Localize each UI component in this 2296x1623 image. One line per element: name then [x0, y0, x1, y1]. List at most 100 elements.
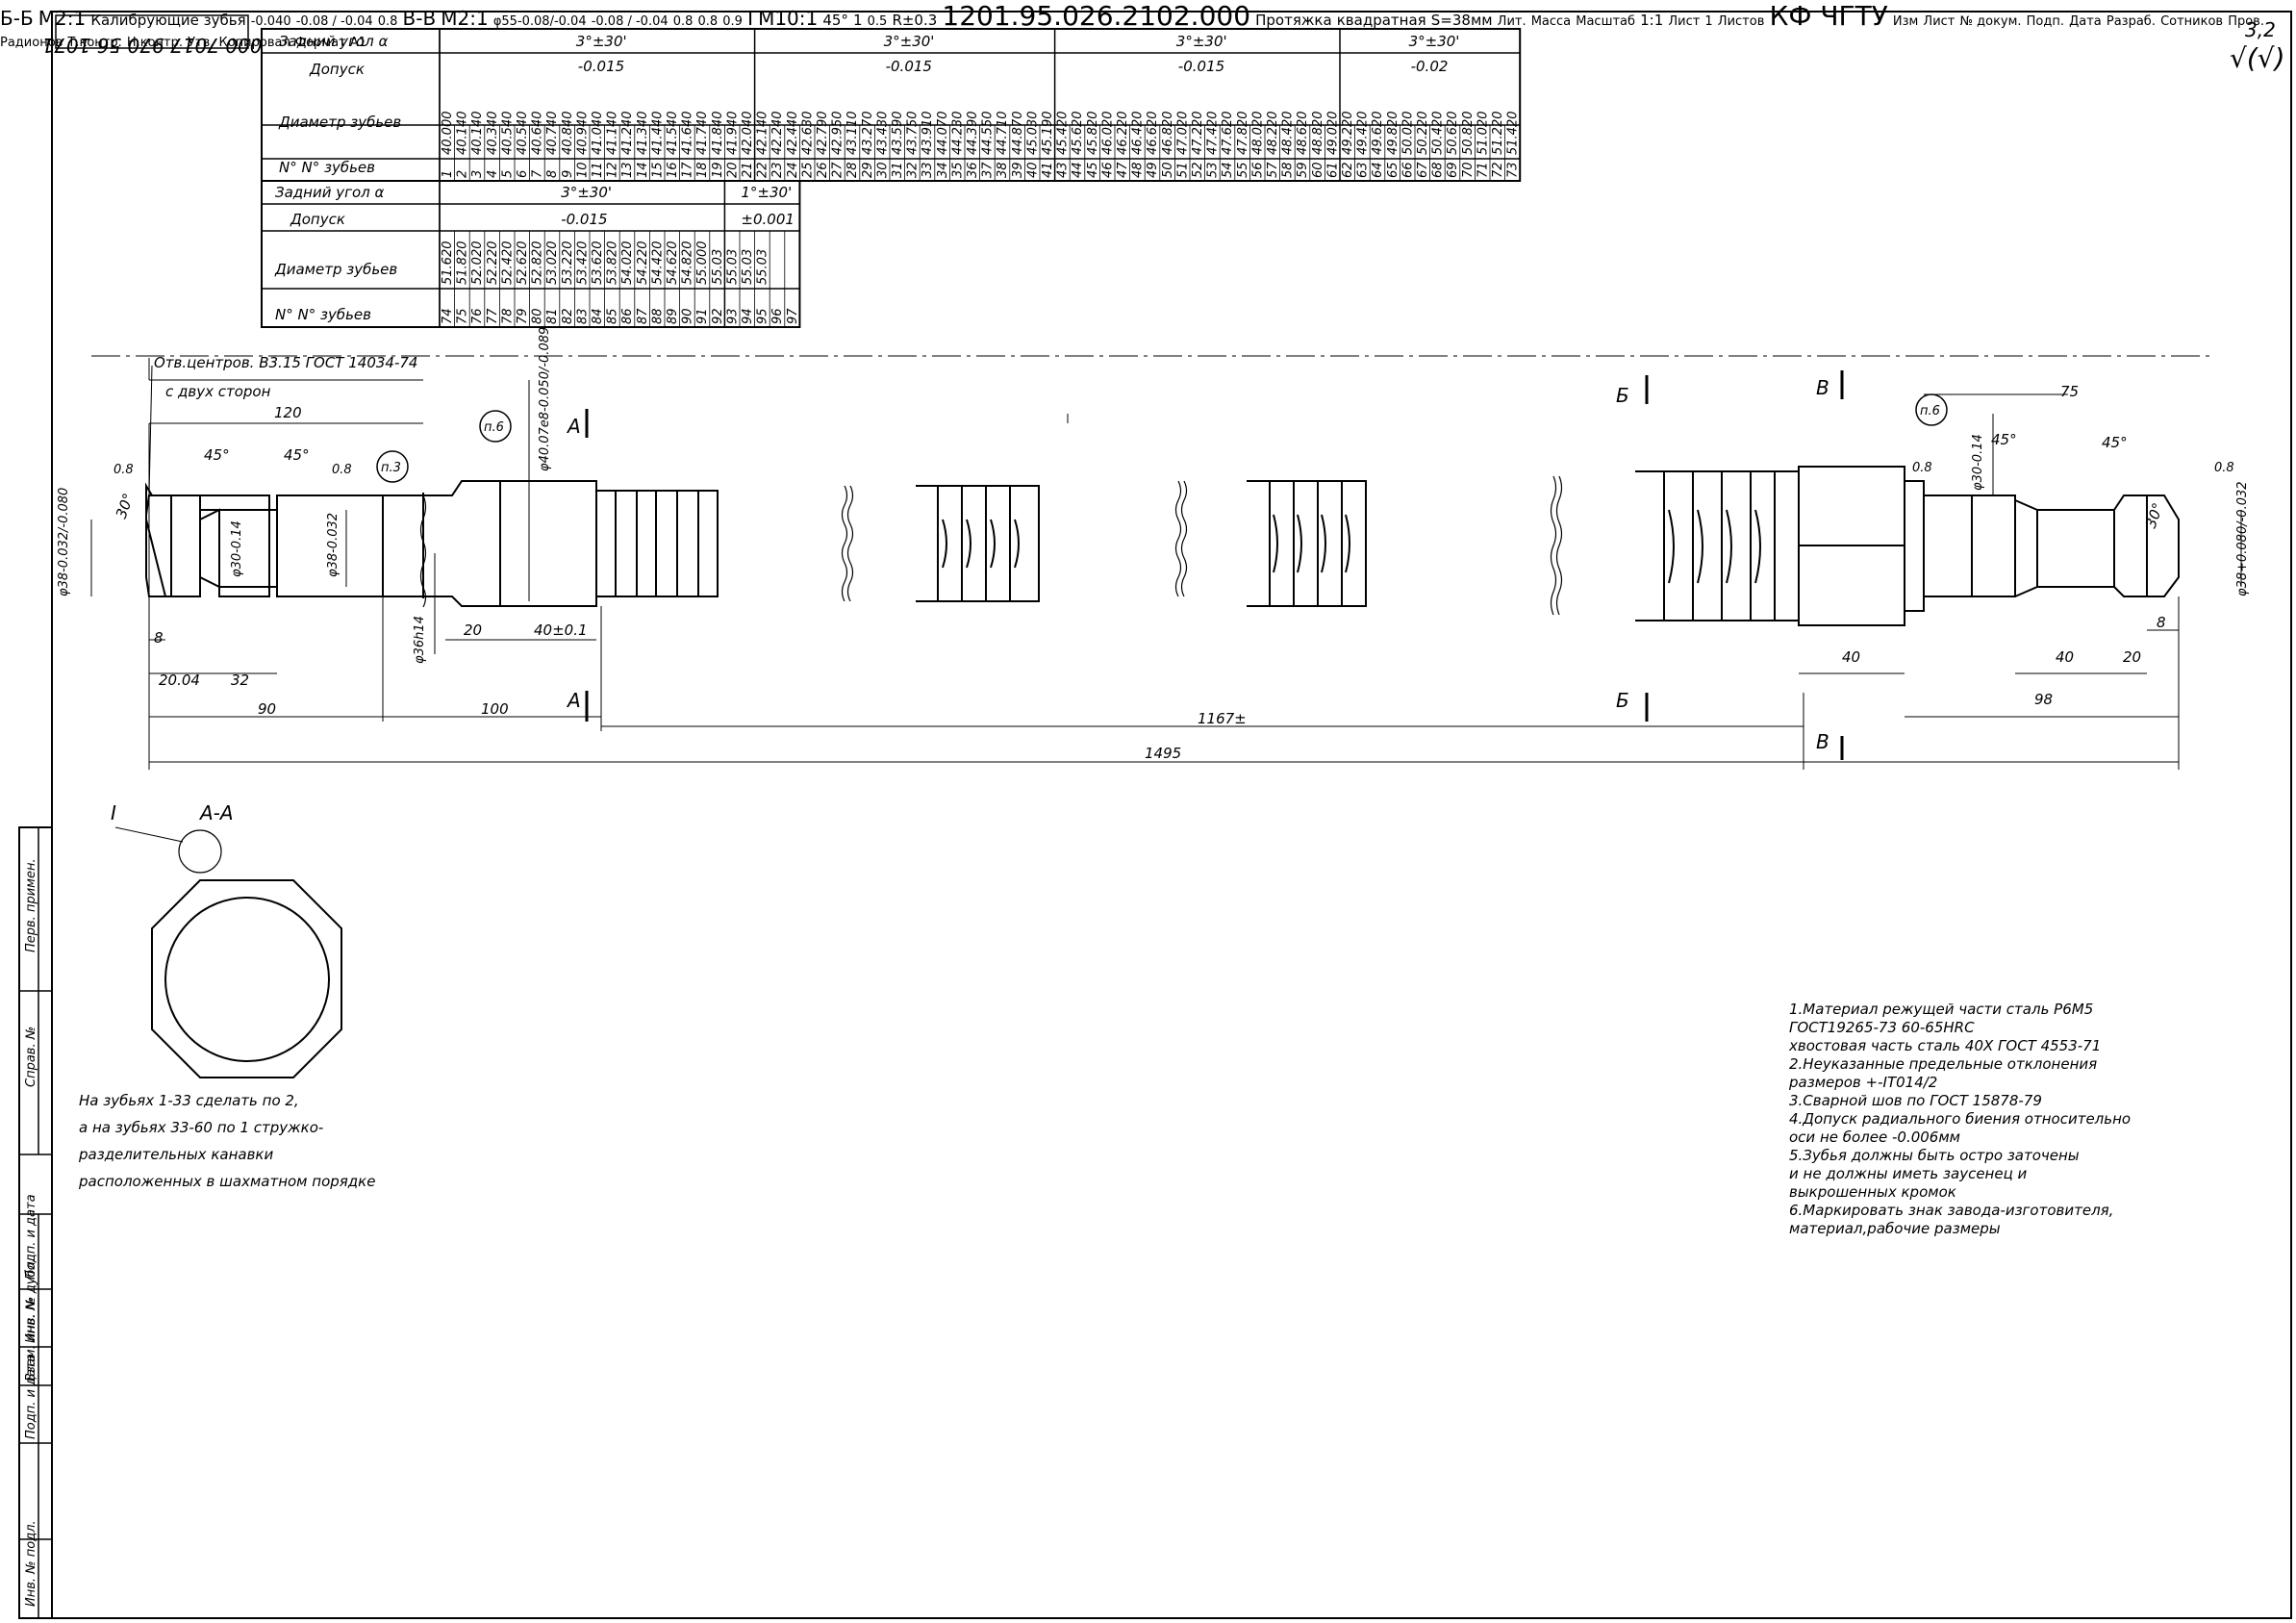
- table1-num: 10: [575, 162, 590, 178]
- table1-diam: 42.950: [831, 112, 845, 156]
- table2-num: 77: [486, 308, 500, 324]
- svg-text:3,2: 3,2: [2245, 18, 2276, 41]
- table2-num: 79: [516, 308, 530, 324]
- table2-num: 97: [786, 308, 800, 324]
- table2-diam: 53.820: [606, 241, 620, 286]
- table1-num: 36: [966, 162, 980, 178]
- table1-diam: 41.540: [666, 112, 680, 156]
- table1-diam: 42.440: [786, 112, 800, 156]
- table1-num: 38: [996, 162, 1010, 178]
- table1-diam: 48.220: [1266, 112, 1280, 156]
- table1-diam: 48.020: [1250, 112, 1265, 156]
- svg-text:φ40.07e8-0.050/-0.089: φ40.07e8-0.050/-0.089: [538, 327, 552, 471]
- table1-diam: 42.790: [816, 112, 830, 156]
- svg-text:40±0.1: 40±0.1: [534, 621, 588, 639]
- stamp-label-6: Подп. и дата: [24, 1354, 38, 1439]
- table1-num: 18: [695, 162, 710, 178]
- table1-num: 19: [711, 162, 725, 178]
- table2-diam: 55.03: [756, 249, 770, 285]
- title-name-3: S=38мм: [1430, 12, 1493, 29]
- svg-text:φ30-0.14: φ30-0.14: [230, 520, 244, 577]
- table1-num: 60: [1311, 162, 1325, 178]
- table1-diam: 40.940: [575, 112, 590, 156]
- table1-diam: 43.590: [891, 112, 905, 156]
- table1-num: 59: [1296, 162, 1310, 178]
- table1-tol-1: -0.015: [886, 58, 932, 75]
- table1-num: 4: [486, 170, 500, 178]
- table1-num: 73: [1506, 162, 1521, 178]
- table1-num: 43: [1056, 162, 1071, 178]
- table1-diam: 50.420: [1431, 112, 1446, 156]
- table1-num: 61: [1325, 162, 1340, 178]
- table1-num: 24: [786, 162, 800, 178]
- table1-num: 51: [1175, 162, 1190, 178]
- table2-num: 92: [711, 308, 725, 324]
- table2-num: 82: [561, 308, 575, 324]
- table2-num: 87: [636, 308, 650, 324]
- svg-text:75: 75: [2060, 383, 2079, 400]
- svg-text:φ38-0.032: φ38-0.032: [326, 513, 341, 577]
- table1-tol-3: -0.02: [1411, 58, 1449, 75]
- table2-diam: 51.620: [441, 241, 455, 286]
- table1-diam: 41.040: [591, 112, 605, 156]
- table1-num: 34: [936, 162, 950, 178]
- table1-num: 26: [816, 162, 830, 178]
- table1-diam: 41.740: [695, 112, 710, 156]
- table1-angle-3: 3°±30': [1409, 33, 1460, 50]
- table1-diam: 41.440: [650, 112, 665, 156]
- table2-diam: 54.820: [681, 241, 695, 286]
- table1-diam: 44.710: [996, 112, 1010, 156]
- table1-diam: 42.140: [756, 112, 770, 156]
- table1-diam: 41.240: [620, 112, 635, 156]
- table1-diam: 46.620: [1146, 112, 1160, 156]
- table1-diam: 48.820: [1311, 112, 1325, 156]
- table1-num: 45: [1086, 162, 1100, 178]
- table1-num: 53: [1206, 162, 1221, 178]
- table2-num: 91: [695, 308, 710, 324]
- table1-num: 13: [620, 162, 635, 178]
- table1-diam: 40.540: [500, 112, 515, 156]
- stamp-label-1: Перв. примен.: [24, 858, 38, 952]
- table2-header-0: Задний угол α: [275, 184, 385, 201]
- table1-num: 62: [1341, 162, 1355, 178]
- table1-diam: 41.340: [636, 112, 650, 156]
- table2-num: 93: [725, 308, 740, 324]
- table2-diam: 53.220: [561, 241, 575, 286]
- svg-text:32: 32: [231, 672, 249, 689]
- section-a-a-note: На зубьях 1-33 сделать по 2, а на зубьях…: [79, 1092, 376, 1190]
- table1-num: 7: [531, 169, 545, 178]
- table1-num: 12: [606, 162, 620, 178]
- stamp-label-7: Инв. № подл.: [24, 1520, 38, 1607]
- svg-text:1495: 1495: [1145, 745, 1181, 762]
- table1-diam: 46.020: [1100, 112, 1115, 156]
- svg-text:А: А: [566, 689, 581, 712]
- svg-text:20.04: 20.04: [159, 672, 200, 689]
- table1-num: 22: [756, 162, 770, 178]
- title-name-2: квадратная: [1336, 12, 1426, 29]
- table1-diam: 41.840: [711, 112, 725, 156]
- table1-diam: 45.620: [1071, 112, 1085, 156]
- table1-num: 9: [561, 170, 575, 178]
- technical-notes: 1.Материал режущей части сталь Р6М5 ГОСТ…: [1789, 1001, 2132, 1237]
- table2-diam: 53.420: [575, 241, 590, 286]
- table2-header-2: Диаметр зубьев: [274, 261, 397, 278]
- table2-num: 78: [500, 308, 515, 324]
- svg-text:98: 98: [2034, 691, 2053, 708]
- table1-num: 65: [1386, 162, 1400, 178]
- table1-num: 52: [1191, 162, 1205, 178]
- table1-diam: 51.420: [1506, 112, 1521, 156]
- table1-diam: 44.390: [966, 112, 980, 156]
- table1-diam: 47.020: [1175, 112, 1190, 156]
- svg-text:0.8: 0.8: [332, 463, 352, 477]
- table1-num: 14: [636, 162, 650, 178]
- table2-diam: 52.420: [500, 241, 515, 286]
- table1-num: 25: [800, 162, 815, 178]
- table1-num: 68: [1431, 162, 1446, 178]
- svg-text:45°: 45°: [284, 446, 310, 464]
- svg-text:120: 120: [274, 404, 302, 421]
- table2-num: 75: [456, 308, 470, 324]
- table1-num: 64: [1371, 162, 1385, 178]
- table1-num: 56: [1250, 162, 1265, 178]
- table1-diam: 43.110: [845, 112, 860, 156]
- table1-header-2: Диаметр зубьев: [278, 114, 401, 131]
